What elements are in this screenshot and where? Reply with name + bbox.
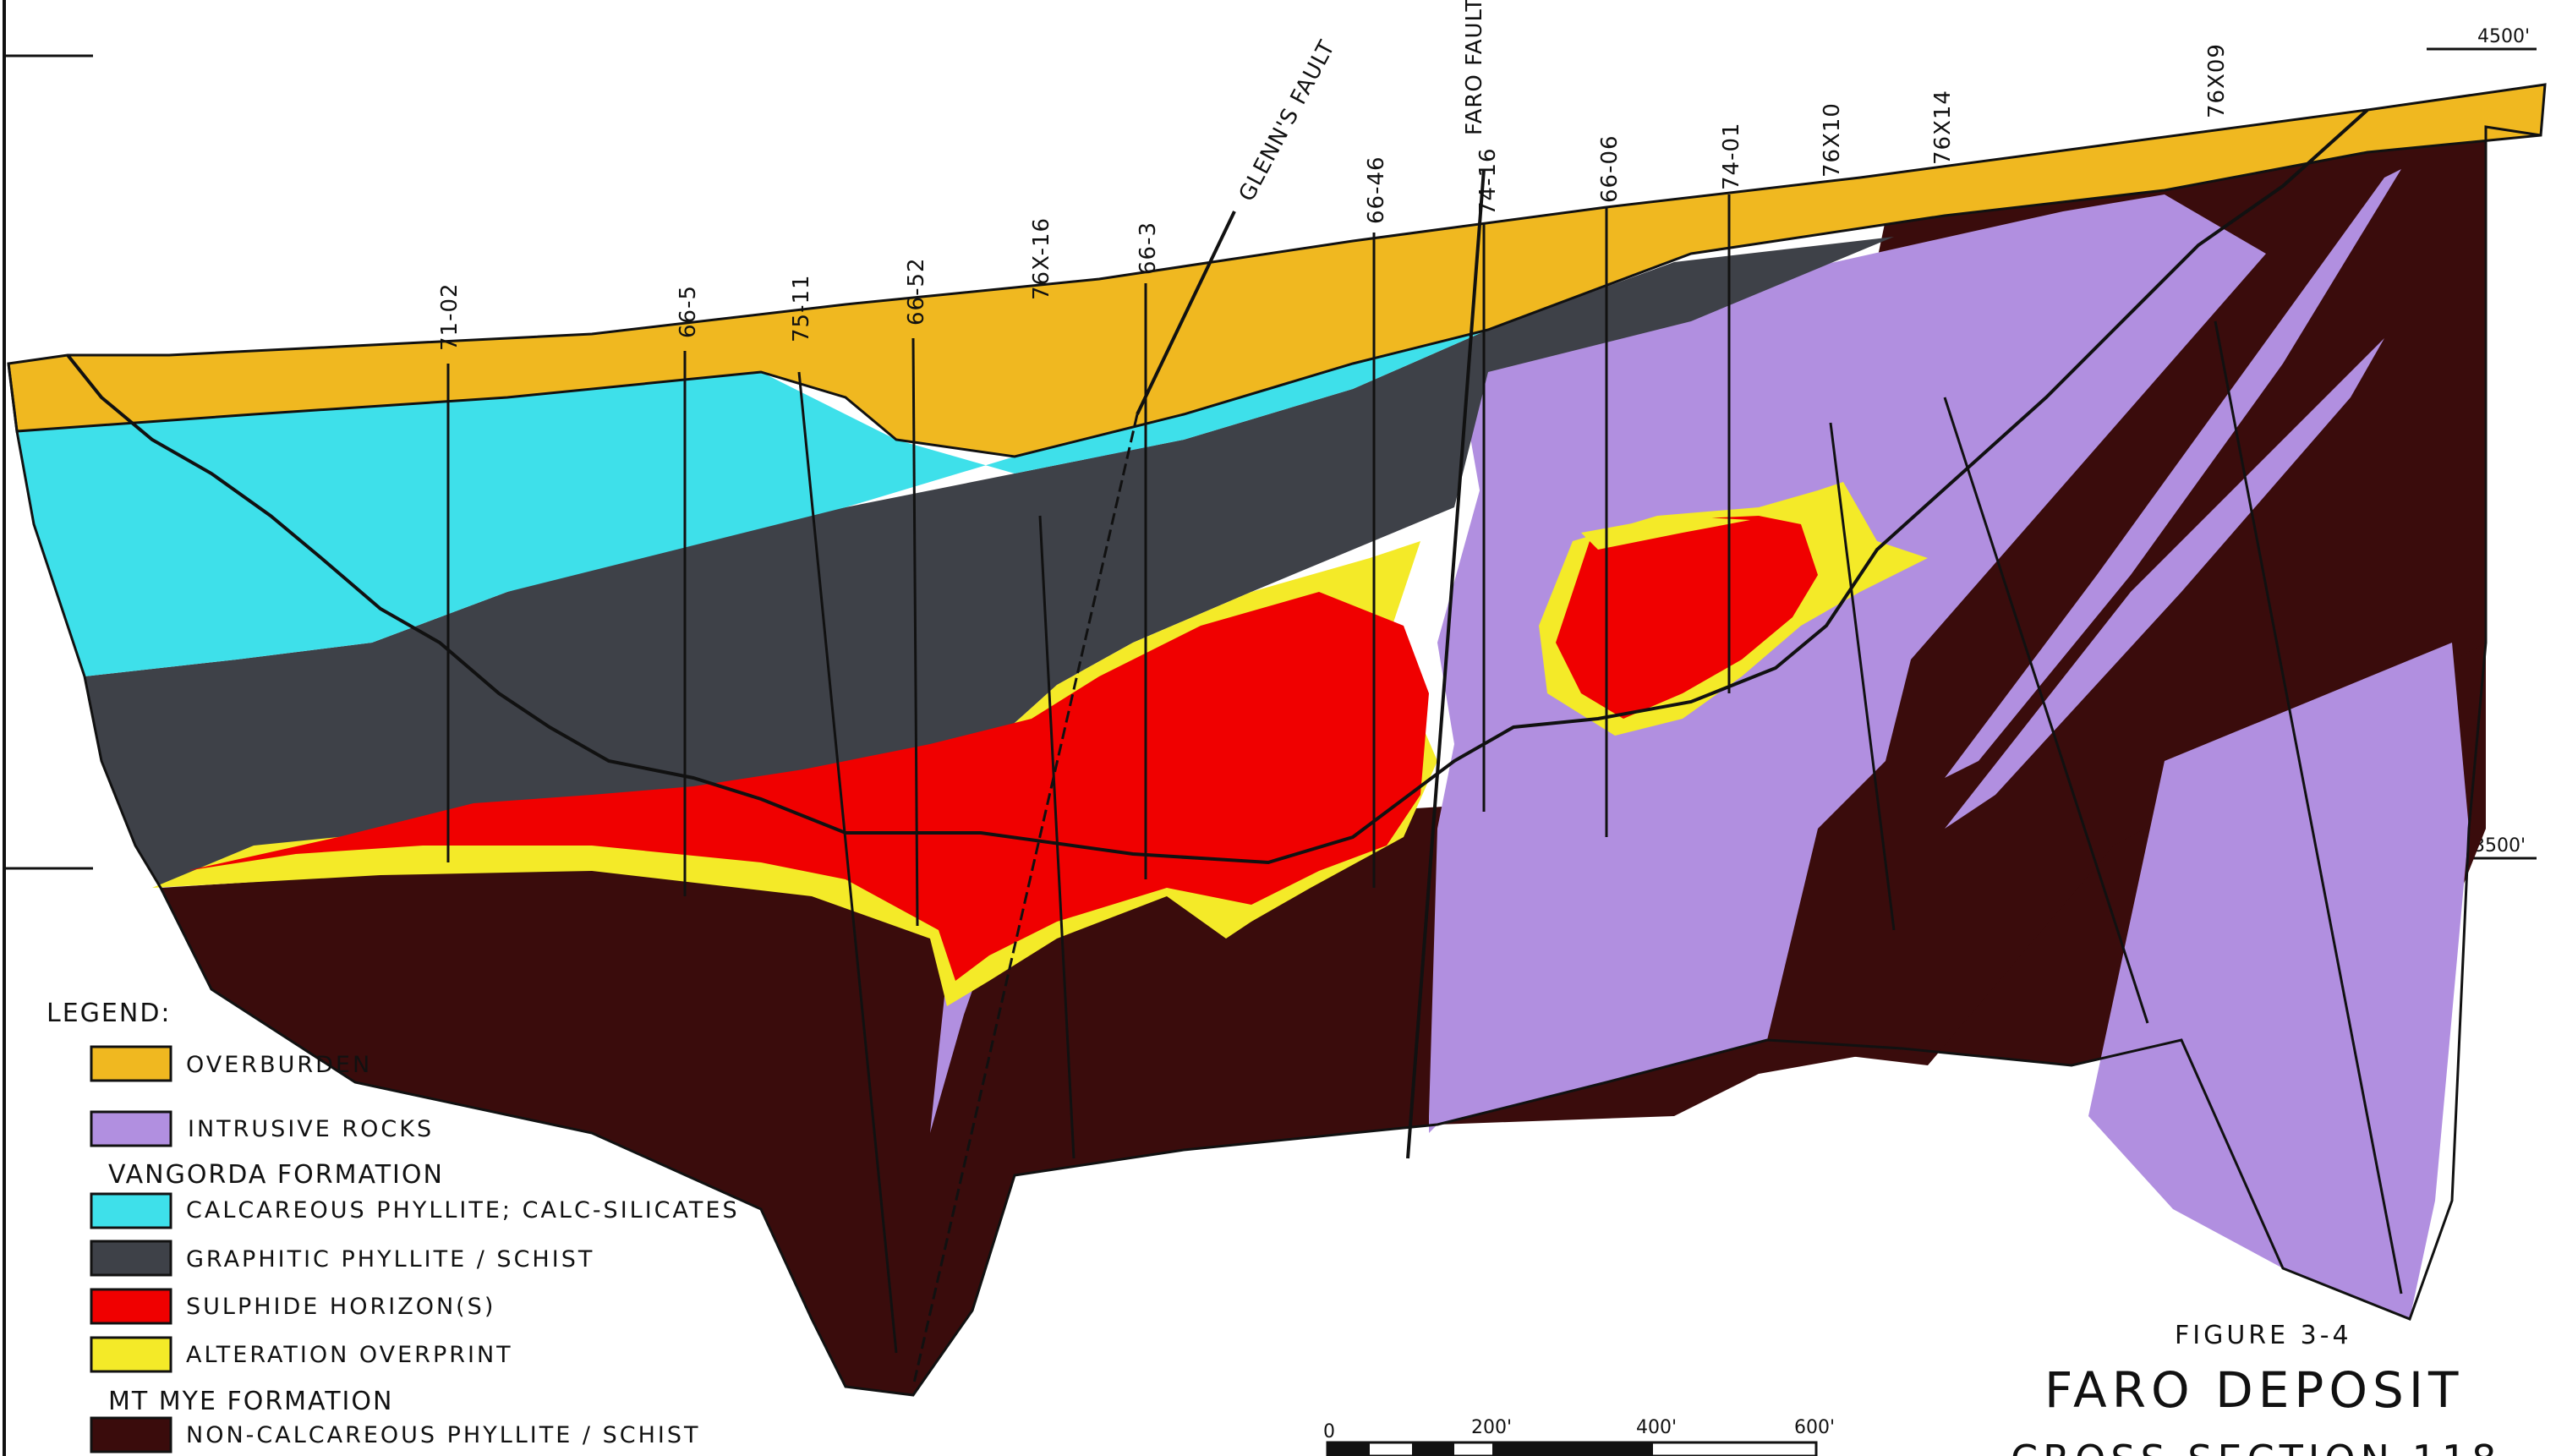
legend-label-alteration: ALTERATION OVERPRINT [186,1342,513,1368]
legend-swatch-overburden [91,1047,171,1081]
legend-label-intrusive: INTRUSIVE ROCKS [188,1116,434,1142]
glenns-fault-label: GLENN'S FAULT [1234,36,1341,205]
hole-label-76x14: 76X14 [1930,90,1956,165]
legend-label-graphitic: GRAPHITIC PHYLLITE / SCHIST [186,1246,594,1273]
hole-label-71-02: 71-02 [437,282,462,351]
hole-label-74-16: 74-16 [1475,147,1501,216]
legend-label-sulphide: SULPHIDE HORIZON(S) [186,1294,495,1320]
legend-heading-vangorda: VANGORDA FORMATION [108,1160,444,1190]
hole-label-76x09: 76X09 [2204,43,2230,118]
legend-label-calcareous: CALCAREOUS PHYLLITE; CALC-SILICATES [186,1197,740,1223]
legend-swatch-alteration [91,1338,171,1371]
legend-title: LEGEND: [47,999,172,1028]
elev-label-4500: 4500' [2477,26,2530,47]
figure-number: FIGURE 3-4 [2175,1321,2352,1350]
hole-label-66-06: 66-06 [1597,134,1623,203]
legend-label-noncalcareous: NON-CALCAREOUS PHYLLITE / SCHIST [186,1422,700,1448]
scale-seg-2 [1412,1442,1454,1456]
legend-swatch-noncalcareous [91,1418,171,1452]
scale-bar: 0 200' 400' 600' [1323,1417,1835,1456]
legend-swatch-calcareous [91,1194,171,1228]
legend-heading-mtmye: MT MYE FORMATION [108,1387,393,1416]
scale-tick-200: 200' [1471,1417,1512,1438]
hole-label-66-5: 66-5 [676,285,701,338]
legend-swatch-intrusive [91,1112,171,1146]
hole-label-66-3: 66-3 [1136,222,1161,275]
hole-label-75-11: 75-11 [789,274,814,342]
hole-label-66-46: 66-46 [1364,156,1389,224]
scale-tick-400: 400' [1636,1417,1677,1438]
figure-subtitle: CROSS SECTION 118 [2011,1437,2501,1456]
legend-label-overburden: OVERBURDEN [186,1052,372,1078]
figure-title: FARO DEPOSIT [2044,1361,2463,1419]
scale-tick-600: 600' [1794,1417,1835,1438]
legend-swatch-graphitic [91,1241,171,1275]
hole-label-76x10: 76X10 [1820,102,1845,178]
faro-fault-label: FARO FAULT [1462,0,1487,135]
scale-seg-1 [1327,1442,1370,1456]
hole-label-76x-16: 76X-16 [1029,217,1054,300]
scale-seg-3 [1492,1442,1653,1456]
hole-label-74-01: 74-01 [1719,122,1744,190]
legend-swatch-sulphide [91,1289,171,1323]
hole-label-66-52: 66-52 [904,257,929,326]
scale-tick-0: 0 [1323,1421,1335,1442]
